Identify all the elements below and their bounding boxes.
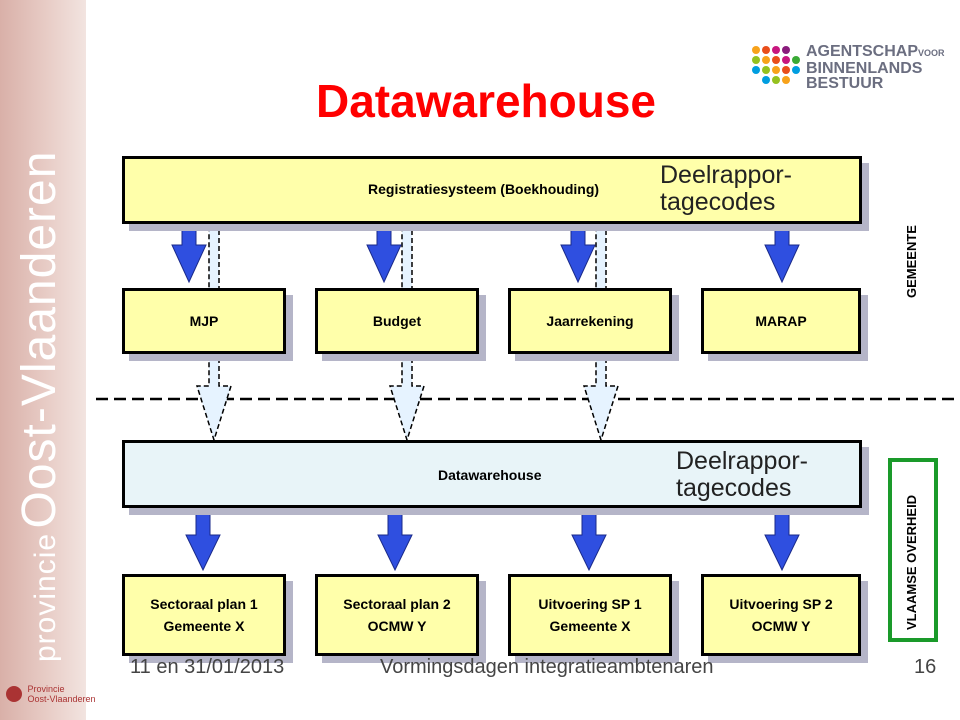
warehouse-report-codes-line-2: tagecodes	[676, 474, 792, 502]
blue-arrow-bottom-3	[571, 507, 607, 572]
warehouse-report-codes-line-1: Deelrappor-	[676, 447, 809, 475]
datawarehouse-label: Datawarehouse	[438, 467, 542, 483]
gemeente-side-label: GEMEENTE	[904, 225, 919, 298]
report-box-budget: Budget	[315, 288, 479, 354]
registration-system-label: Registratiesysteem (Boekhouding)	[368, 181, 600, 197]
warehouse-report-codes: Deelrappor- tagecodes	[676, 448, 808, 502]
blue-arrow-bottom-4	[764, 507, 800, 572]
report-label-mjp: MJP	[189, 313, 219, 329]
agency-line-3: BESTUUR	[806, 75, 884, 92]
report-label-marap: MARAP	[755, 313, 807, 329]
page-title: Datawarehouse	[316, 75, 657, 127]
agency-line-2: BINNENLANDS	[806, 60, 923, 77]
footer-date: 11 en 31/01/2013	[130, 656, 285, 678]
datawarehouse-box	[122, 440, 862, 508]
output-box-2: Sectoraal plan 2 OCMW Y	[315, 574, 479, 656]
top-report-codes: Deelrappor- tagecodes	[660, 162, 792, 216]
output-1-line-2: Gemeente X	[163, 618, 245, 634]
output-box-3: Uitvoering SP 1 Gemeente X	[508, 574, 672, 656]
blue-arrow-top-4	[764, 223, 800, 284]
province-logo: Provincie Oost-Vlaanderen	[6, 684, 96, 704]
report-box-mjp: MJP	[122, 288, 286, 354]
report-box-marap: MARAP	[701, 288, 861, 354]
province-logo-text-1: Provincie	[27, 684, 65, 694]
blue-arrow-top-2	[366, 223, 402, 284]
output-2-line-1: Sectoraal plan 2	[343, 596, 451, 612]
flemish-government-label: VLAAMSE OVERHEID	[904, 494, 919, 630]
agency-logo: AGENTSCHAPVOOR BINNENLANDS BESTUUR	[750, 44, 945, 93]
report-box-jaarrekening: Jaarrekening	[508, 288, 672, 354]
province-logo-text-2: Oost-Vlaanderen	[27, 694, 96, 704]
output-4-line-2: OCMW Y	[751, 618, 811, 634]
output-1-line-1: Sectoraal plan 1	[150, 596, 258, 612]
province-sidebar: provincie Oost-Vlaanderen	[0, 0, 86, 720]
province-logo-icon	[6, 686, 22, 702]
output-4-line-1: Uitvoering SP 2	[729, 596, 833, 612]
page-number: 16	[914, 656, 937, 678]
output-box-1: Sectoraal plan 1 Gemeente X	[122, 574, 286, 656]
agency-line-1: AGENTSCHAP	[806, 43, 919, 60]
flemish-government-frame	[888, 458, 938, 642]
report-label-jaarrekening: Jaarrekening	[546, 313, 634, 329]
blue-arrow-bottom-1	[185, 507, 221, 572]
agency-dots-icon	[752, 46, 800, 84]
output-2-line-2: OCMW Y	[367, 618, 427, 634]
blue-arrow-bottom-2	[377, 507, 413, 572]
footer-event: Vormingsdagen integratieambtenaren	[380, 656, 714, 678]
blue-arrow-top-3	[560, 223, 596, 284]
output-3-line-1: Uitvoering SP 1	[538, 596, 642, 612]
report-label-budget: Budget	[372, 313, 422, 329]
top-report-codes-line-2: tagecodes	[660, 188, 776, 216]
output-3-line-2: Gemeente X	[549, 618, 631, 634]
agency-line-1-suffix: VOOR	[918, 48, 945, 58]
registration-system-box	[122, 156, 862, 224]
blue-arrow-top-1	[171, 223, 207, 284]
output-box-4: Uitvoering SP 2 OCMW Y	[701, 574, 861, 656]
top-report-codes-line-1: Deelrappor-	[660, 161, 793, 189]
